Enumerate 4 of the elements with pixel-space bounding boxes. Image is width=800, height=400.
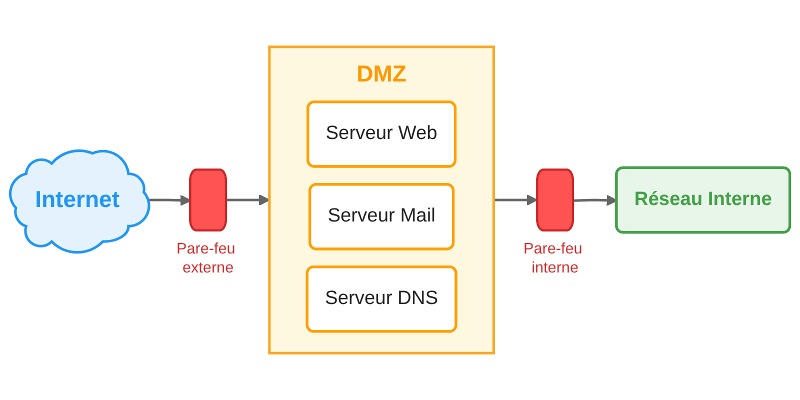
node-caption: Pare-feu externe: [176, 240, 236, 277]
arrow: [226, 194, 270, 206]
node-caption: Pare-feu interne: [524, 240, 582, 277]
arrow: [494, 194, 538, 206]
